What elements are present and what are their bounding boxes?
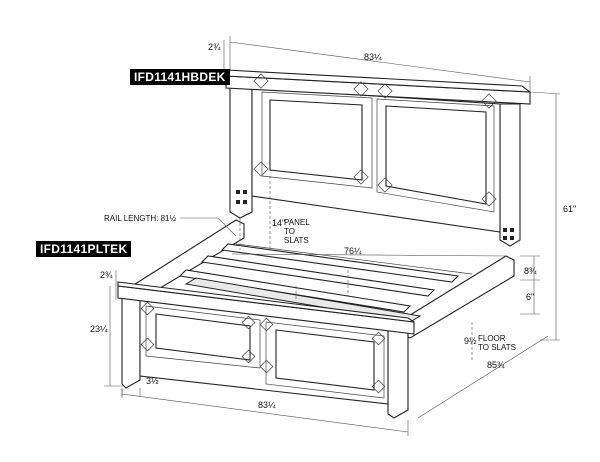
footboard-cap-thickness-dim: 2¾ xyxy=(100,270,113,280)
panel-to-slats-dim: 14" xyxy=(272,218,286,228)
headboard-width-dim: 83¼ xyxy=(364,52,382,62)
headboard-cap-thickness-dim: 2¾ xyxy=(208,42,221,52)
footboard-width-dim: 83¼ xyxy=(258,400,276,410)
footboard-right-panel xyxy=(275,329,375,391)
footboard-top-cap-upper xyxy=(117,281,415,323)
headboard-right-post xyxy=(499,103,521,247)
rails-and-slats xyxy=(131,218,515,339)
footboard-right-post xyxy=(387,329,409,419)
slat-1 xyxy=(178,269,412,313)
panel-to-slats-caption: PANEL TO SLATS xyxy=(284,218,310,245)
rail-height-dim: 8¾ xyxy=(524,266,537,276)
total-length-dim: 85¾ xyxy=(487,360,505,370)
headboard xyxy=(225,69,532,247)
footboard-left-post xyxy=(121,297,141,389)
footboard xyxy=(117,281,415,419)
slat-2 xyxy=(200,255,436,297)
footboard-left-panel xyxy=(155,313,251,361)
footboard-right-panel-frame xyxy=(265,321,385,399)
post-width-dim: 3½ xyxy=(146,376,159,386)
dimension-lines xyxy=(104,36,561,436)
footboard-model-label: IFD1141PLTEK xyxy=(36,241,132,257)
headboard-left-post xyxy=(229,87,253,219)
slat-3 xyxy=(220,243,460,283)
right-side-rail xyxy=(401,255,515,339)
headboard-left-panel-frame xyxy=(261,91,373,189)
rear-slat-line xyxy=(235,243,473,275)
inner-width-dim: 76¼ xyxy=(344,246,362,256)
floor-to-slats-dim: 9½ xyxy=(464,336,477,346)
footboard-height-dim: 23¼ xyxy=(90,324,108,334)
headboard-bolt-marks xyxy=(236,190,514,240)
headboard-right-panel-frame xyxy=(376,98,495,213)
rail-length-dim: RAIL LENGTH: 81½ xyxy=(104,214,177,223)
footboard-corner-ornaments xyxy=(140,301,386,394)
headboard-corner-ornaments xyxy=(253,73,497,207)
headboard-board xyxy=(251,87,501,233)
floor-to-slats-caption: FLOOR TO SLATS xyxy=(478,334,516,352)
total-height-dim: 61" xyxy=(563,204,577,214)
headboard-model-label: IFD1141HBDEK xyxy=(130,69,230,85)
headboard-left-panel xyxy=(269,99,363,181)
headboard-right-panel xyxy=(385,105,487,205)
rail-offset-dim: 6" xyxy=(526,292,535,302)
